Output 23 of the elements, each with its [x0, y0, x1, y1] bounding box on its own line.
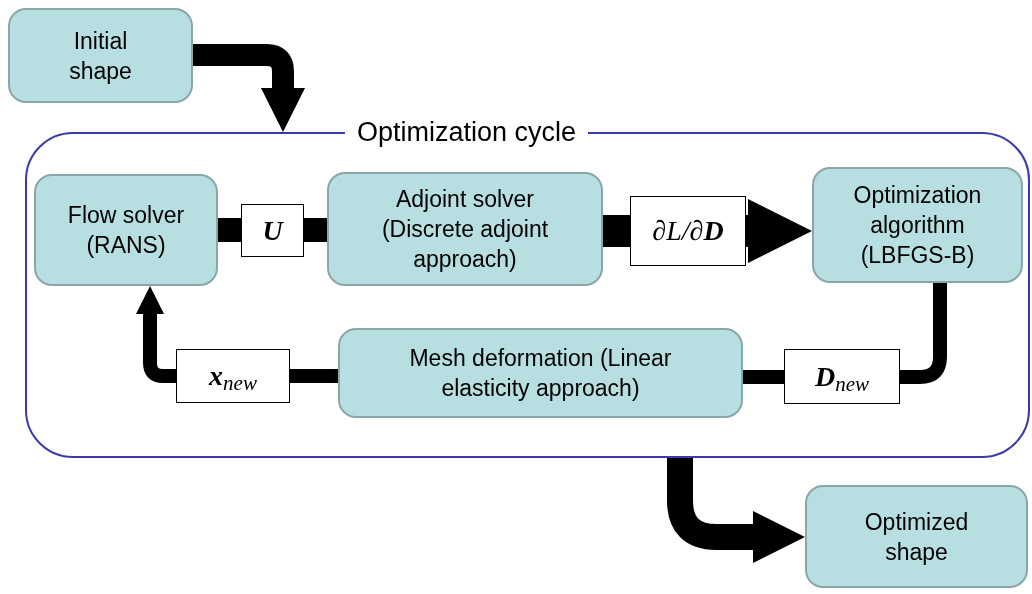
- variable-box: [630, 196, 746, 266]
- math-symbol: D$_{new}$: [814, 362, 870, 391]
- box-label: Flow solver (RANS): [66, 201, 186, 260]
- arrow: [746, 199, 812, 263]
- arrow: [193, 44, 305, 132]
- variable-box: [176, 349, 290, 403]
- process-box: [8, 8, 193, 103]
- process-box: [805, 485, 1028, 588]
- math-symbol: x$_{new}$: [209, 362, 257, 390]
- process-box: [812, 167, 1023, 283]
- variable-box: [241, 204, 304, 257]
- process-box: [327, 172, 603, 286]
- box-label: Mesh deformation (Linear elasticity approach): [408, 344, 673, 403]
- box-label: Optimization algorithm (LBFGS-B): [852, 181, 983, 270]
- process-box: [338, 328, 743, 418]
- box-label: Adjoint solver (Discrete adjoint approach): [380, 185, 550, 274]
- math-symbol: U: [262, 216, 283, 245]
- box-label: Optimized shape: [863, 507, 970, 567]
- arrow: [136, 286, 176, 383]
- variable-box: [784, 349, 900, 404]
- math-symbol: ∂L/∂D: [652, 217, 724, 245]
- box-label: Initial shape: [68, 26, 133, 86]
- process-box: [34, 174, 218, 286]
